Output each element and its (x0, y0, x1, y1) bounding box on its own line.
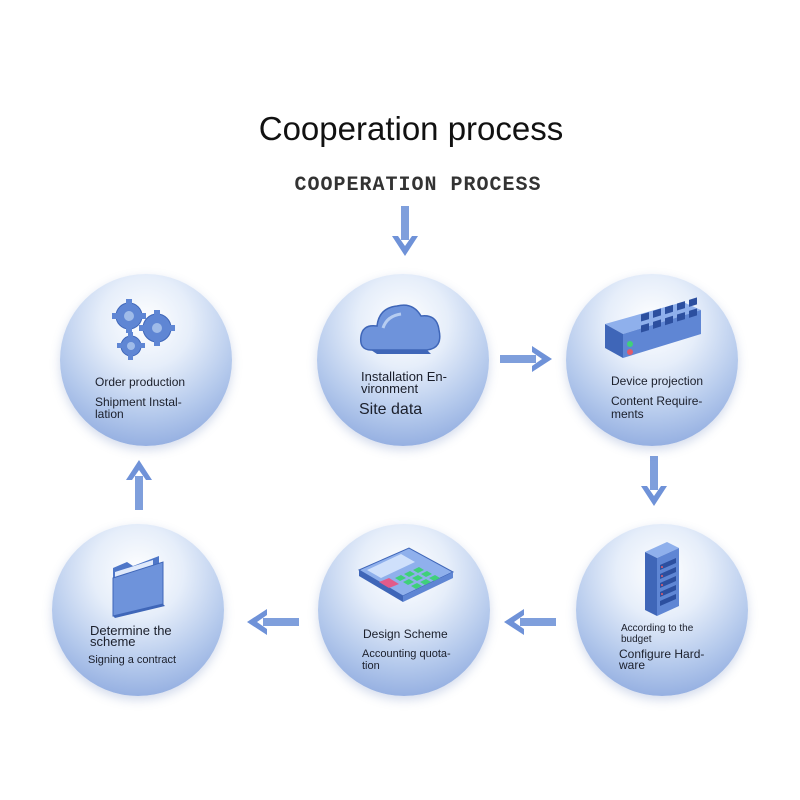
network-switch-icon (566, 288, 738, 368)
step-detail: tion (362, 660, 380, 672)
server-rack-icon (576, 538, 748, 618)
step-detail: ments (611, 407, 644, 421)
arrow-left-icon (247, 609, 299, 635)
gears-icon (60, 288, 232, 368)
arrow-down-icon (392, 206, 418, 256)
step-detail: Signing a contract (88, 654, 177, 666)
arrow-left-icon (504, 609, 556, 635)
arrow-up-icon (126, 460, 152, 510)
step-title: Device projection (611, 374, 704, 388)
step-configure-hardware: According to the budget Configure Hard- … (576, 524, 748, 696)
step-detail: Shipment Instal- (95, 395, 182, 409)
page-subtitle: COOPERATION PROCESS (294, 174, 542, 197)
step-title: Configure Hard- (619, 647, 705, 661)
step-title: scheme (90, 634, 136, 649)
arrow-right-icon (500, 346, 552, 372)
folder-icon (52, 538, 224, 618)
step-detail: budget (621, 634, 652, 645)
step-title: Installation En- (361, 369, 447, 384)
step-installation-environment: Installation En- vironment Site data (317, 274, 489, 446)
arrow-down-icon (641, 456, 667, 506)
step-determine-scheme: Determine the scheme Signing a contract (52, 524, 224, 696)
cloud-icon (317, 288, 489, 368)
step-title: vironment (361, 381, 419, 396)
step-title: Order production (95, 375, 186, 389)
step-detail: According to the (621, 623, 694, 634)
step-order-production: Order production Shipment Instal- lation (60, 274, 232, 446)
step-title: Determine the (90, 623, 172, 638)
step-detail: Site data (359, 401, 423, 418)
step-device-projection: Device projection Content Require- ments (566, 274, 738, 446)
step-detail: lation (95, 407, 124, 421)
page-title: Cooperation process (258, 110, 564, 147)
calculator-icon (318, 544, 490, 624)
step-title: ware (619, 658, 646, 672)
step-detail: Accounting quota- (362, 648, 451, 660)
step-detail: Content Require- (611, 394, 703, 408)
step-title: Design Scheme (363, 627, 448, 641)
step-design-scheme: Design Scheme Accounting quota- tion (318, 524, 490, 696)
